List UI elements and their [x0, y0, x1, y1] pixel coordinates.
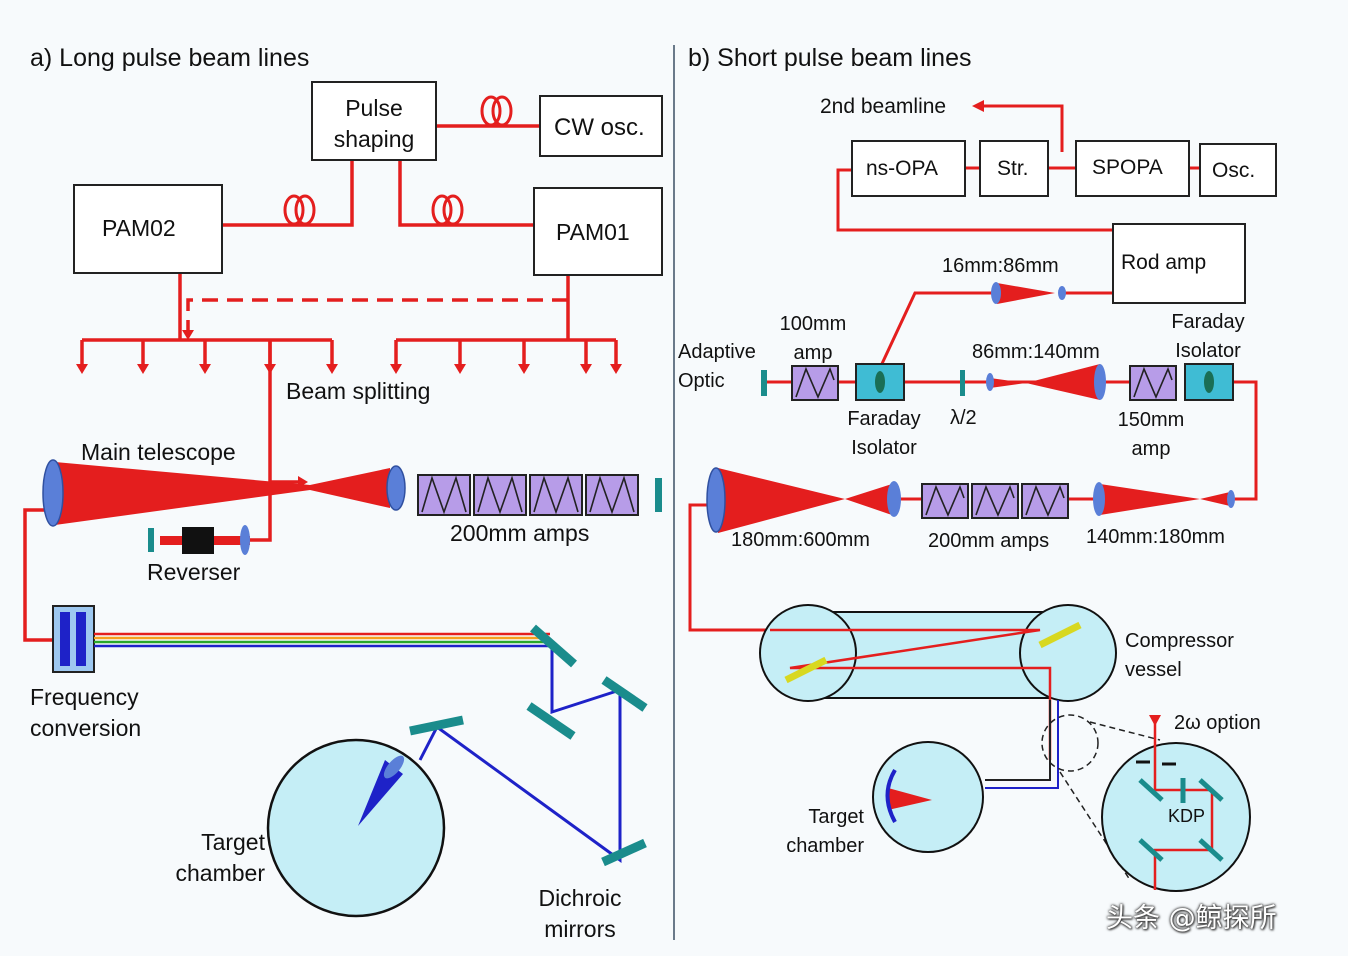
amp-100mm [791, 365, 839, 401]
telescope-140-180-label: 140mm:180mm [1086, 526, 1225, 548]
rod-amp-box [1112, 223, 1246, 304]
target-chamber-b-label: Target chamber [786, 806, 864, 857]
pulse-shaping-box [311, 81, 437, 161]
main-telescope-beam [55, 462, 390, 525]
ns-opa-box [851, 140, 966, 197]
pam02-label: PAM02 [102, 215, 176, 241]
main-telescope-lens-small [386, 465, 406, 511]
kdp-label: KDP [1168, 806, 1206, 826]
osc-label: Osc. [1212, 159, 1256, 182]
amps-200mm-b-label: 200mm amps [928, 530, 1050, 552]
multi-harmonic-beam [94, 632, 550, 648]
pulse-shaping-label: Pulse shaping [333, 95, 415, 152]
panel-a-title: a) Long pulse beam lines [30, 44, 310, 72]
cw-osc-box [539, 95, 663, 157]
faraday-left-label: Faraday Isolator [847, 408, 921, 459]
adaptive-optic-mirror [761, 370, 767, 396]
frequency-conversion-label: Frequency conversion [30, 684, 142, 741]
cw-osc-label: CW osc. [554, 114, 645, 141]
amps-200mm-a [417, 474, 639, 516]
main-telescope-lens-large [42, 459, 64, 527]
two-omega-option-label: 2ω option [1174, 712, 1261, 734]
reverser-assembly [148, 525, 250, 555]
adaptive-optic-label: Adaptive Optic [678, 341, 756, 392]
faraday-isolator-left [855, 363, 905, 401]
pam01-box [533, 187, 663, 276]
half-wave-plate [960, 370, 965, 396]
beam-splitting-label: Beam splitting [286, 378, 431, 404]
spopa-box [1075, 140, 1190, 197]
main-telescope-label: Main telescope [81, 439, 236, 465]
amp-150mm [1129, 365, 1177, 401]
compressor-vessel-label: Compressor vessel [1125, 630, 1234, 681]
telescope-16-86-label: 16mm:86mm [942, 255, 1059, 277]
osc-box [1199, 143, 1277, 197]
target-chamber-a [266, 738, 446, 918]
half-wave-label: λ/2 [950, 407, 977, 429]
amps-200mm-b [921, 483, 1069, 519]
stretcher-label: Str. [997, 157, 1029, 180]
panel-b-title: b) Short pulse beam lines [688, 44, 972, 72]
amp-100mm-label: 100mm amp [779, 313, 847, 364]
target-chamber-b [872, 741, 984, 853]
uv-beam-path [418, 644, 622, 863]
dichroic-mirrors-label: Dichroic mirrors [538, 885, 622, 942]
second-beamline-label: 2nd beamline [820, 95, 947, 118]
amps-200mm-a-label: 200mm amps [450, 520, 590, 546]
stretcher-box [979, 140, 1049, 197]
panel-a-long-pulse [23, 124, 616, 642]
pam01-label: PAM01 [556, 219, 630, 245]
faraday-right-label: Faraday Isolator [1171, 311, 1245, 362]
target-chamber-a-label: Target chamber [175, 829, 265, 886]
dichroic-mirrors [409, 624, 648, 867]
amp-150mm-label: 150mm amp [1117, 409, 1185, 460]
telescope-180-600-label: 180mm:600mm [731, 529, 870, 551]
compressor-vessel [759, 604, 1117, 760]
pam02-box [73, 184, 223, 274]
frequency-conversion-crystal [52, 605, 95, 673]
rod-amp-label: Rod amp [1121, 251, 1207, 274]
reverser-label: Reverser [147, 559, 241, 585]
ns-opa-label: ns-OPA [866, 157, 938, 180]
end-mirror-a [655, 478, 662, 512]
telescope-86-140-label: 86mm:140mm [972, 341, 1100, 363]
spopa-label: SPOPA [1092, 156, 1163, 179]
watermark: 头条 @鲸探所 [1106, 903, 1277, 934]
